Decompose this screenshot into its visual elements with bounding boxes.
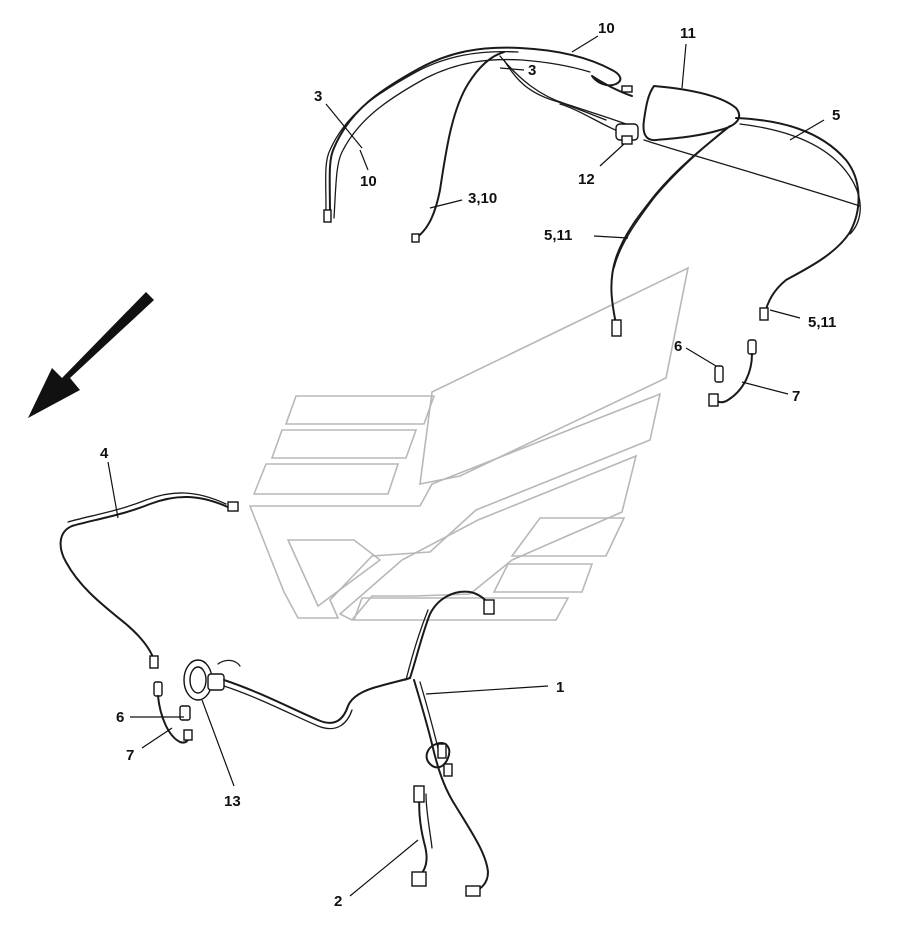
horn-component-13 <box>183 659 241 701</box>
adapter-6-7-right <box>708 339 757 407</box>
adapter-6-7-left <box>153 681 193 744</box>
connector-1-mid-a <box>437 743 447 759</box>
callout-4: 4 <box>100 445 109 462</box>
callout-13: 13 <box>224 793 241 810</box>
callout-7-left: 7 <box>126 747 134 764</box>
callout-3-left: 3 <box>314 88 322 105</box>
callout-labels: 10 11 3 3 5 10 12 3,10 5,11 5,11 6 7 4 1… <box>100 20 840 910</box>
callout-2: 2 <box>334 893 342 910</box>
connector-2-top <box>413 785 425 803</box>
arrow-down-left-icon <box>28 292 154 418</box>
connector-2-bottom <box>411 871 427 887</box>
callout-12: 12 <box>578 171 595 188</box>
callout-11: 11 <box>680 25 696 42</box>
connector-5-11-left <box>611 319 622 337</box>
main-harness-1 <box>223 590 491 893</box>
connector-1-bottom <box>465 885 481 897</box>
connector-10-end <box>621 85 633 93</box>
callout-6-right: 6 <box>674 338 682 355</box>
upper-harness-3-10 <box>325 46 633 239</box>
connector-3-end <box>323 209 332 223</box>
harness-4 <box>59 492 231 661</box>
callout-5-11-left: 5,11 <box>544 227 572 244</box>
connector-4-bottom <box>149 655 159 669</box>
logo-watermark <box>248 266 690 621</box>
callout-10-top: 10 <box>598 20 615 37</box>
callout-10-left: 10 <box>360 173 377 190</box>
upper-harness-11-5 <box>610 85 861 325</box>
switch-component-12 <box>615 123 639 145</box>
connector-1-top <box>483 599 495 615</box>
callout-5: 5 <box>832 107 840 124</box>
branch-harness-2 <box>418 789 433 877</box>
connector-3-10-end <box>411 233 420 243</box>
connector-4-end <box>227 501 239 512</box>
callout-7-right: 7 <box>792 388 800 405</box>
callout-3-10: 3,10 <box>468 190 497 207</box>
callout-6-left: 6 <box>116 709 124 726</box>
callout-5-11-right: 5,11 <box>808 314 836 331</box>
callout-1: 1 <box>556 679 564 696</box>
connector-5-11-right <box>759 307 769 321</box>
leader-lines <box>107 35 825 897</box>
callout-3-top: 3 <box>528 62 536 79</box>
connector-1-mid-b <box>443 763 453 777</box>
